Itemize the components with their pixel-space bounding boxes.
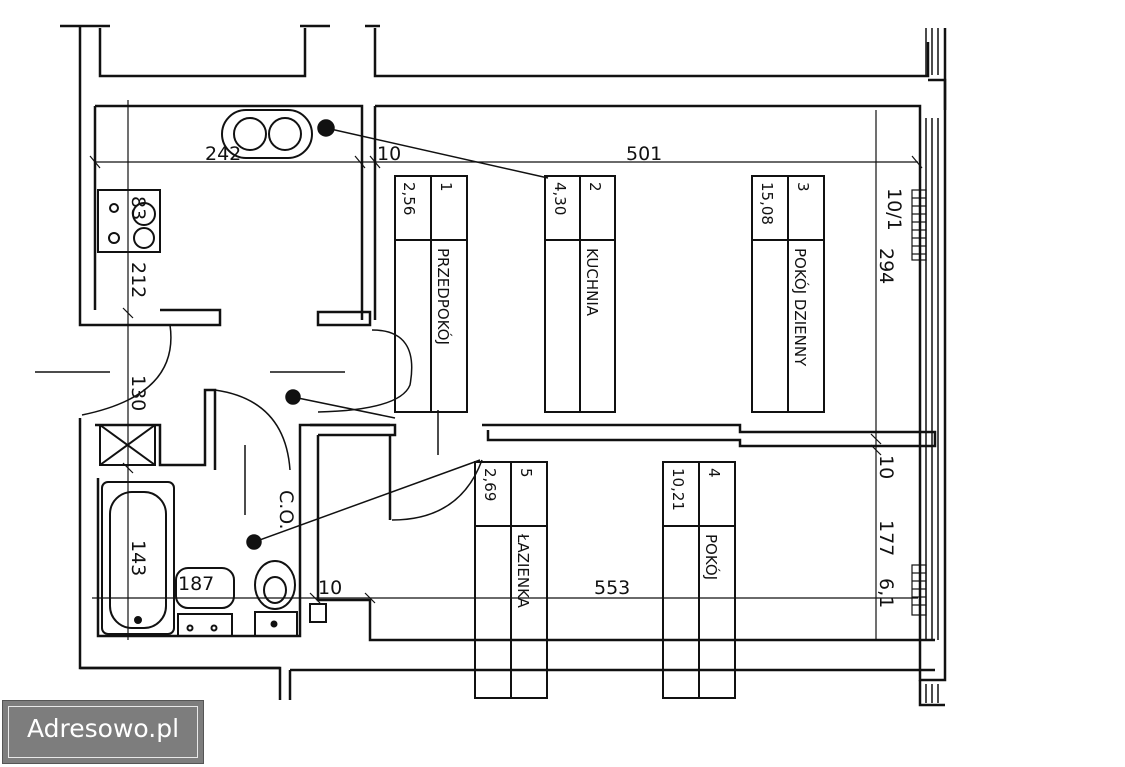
- room-2-number: 2: [586, 182, 604, 192]
- room-2-area: 4,30: [551, 182, 569, 215]
- room-3-area: 15,08: [758, 182, 776, 225]
- walls: [60, 24, 947, 707]
- room-1-number: 1: [437, 182, 455, 192]
- watermark: Adresowo.pl: [2, 700, 204, 764]
- dimension-lines: [89, 100, 923, 640]
- room-1-name: PRZEDPOKÓJ: [434, 248, 453, 345]
- window-right: [925, 28, 939, 703]
- dim-10-bottom: 10: [318, 577, 342, 599]
- room-4-name: POKÓJ: [702, 534, 721, 580]
- watermark-text: Adresowo.pl: [26, 714, 180, 743]
- room-5-area: 2,69: [481, 468, 499, 501]
- room-5: 5 2,69 ŁAZIENKA: [481, 468, 535, 609]
- dim-10-top: 10: [377, 143, 401, 165]
- room-2: 2 4,30 KUCHNIA: [551, 182, 604, 317]
- dimension-labels: 242 10 501 553 10 294 10/1 10 177 6,1 13…: [127, 143, 905, 608]
- room-3-number: 3: [794, 182, 812, 192]
- dim-143: 143: [127, 540, 149, 576]
- room-4-area: 10,21: [669, 468, 687, 511]
- washbasin-icon: [175, 567, 235, 609]
- meter-icon: [309, 603, 327, 623]
- dim-83: 83: [127, 196, 149, 220]
- sink-icon: [221, 109, 313, 159]
- radiator-hatch: [911, 189, 927, 616]
- dim-10-1: 10/1: [883, 188, 905, 231]
- dim-130: 130: [127, 375, 149, 411]
- dim-177: 177: [875, 520, 897, 556]
- dim-212: 212: [127, 262, 149, 298]
- fixtures: [97, 109, 327, 637]
- room-1-area: 2,56: [400, 182, 418, 215]
- cabinet-icon: [99, 424, 156, 466]
- stove-icon: [97, 189, 161, 253]
- toilet-icon: [254, 560, 296, 610]
- wire-lines: [246, 119, 549, 550]
- room-3: 3 15,08 POKÓJ DZIENNY: [758, 182, 812, 367]
- dim-6-1: 6,1: [875, 578, 897, 608]
- dim-242: 242: [205, 143, 241, 165]
- dim-294: 294: [875, 248, 897, 284]
- room-5-number: 5: [517, 468, 535, 478]
- dim-553: 553: [594, 577, 630, 599]
- room-boxes: [394, 175, 825, 699]
- room-2-name: KUCHNIA: [583, 248, 601, 317]
- dim-187: 187: [178, 573, 214, 595]
- room-4: 4 10,21 POKÓJ: [669, 468, 723, 580]
- room-4-number: 4: [705, 468, 723, 478]
- dim-10-right: 10: [875, 455, 897, 479]
- co-label: C.O.: [275, 490, 297, 530]
- dim-501: 501: [626, 143, 662, 165]
- room-5-name: ŁAZIENKA: [514, 533, 532, 609]
- bathtub-icon: [101, 481, 175, 635]
- door-swings: [35, 324, 483, 521]
- room-3-name: POKÓJ DZIENNY: [791, 248, 810, 367]
- watermark-frame: [8, 706, 198, 758]
- room-1: 1 2,56 PRZEDPOKÓJ: [400, 182, 455, 345]
